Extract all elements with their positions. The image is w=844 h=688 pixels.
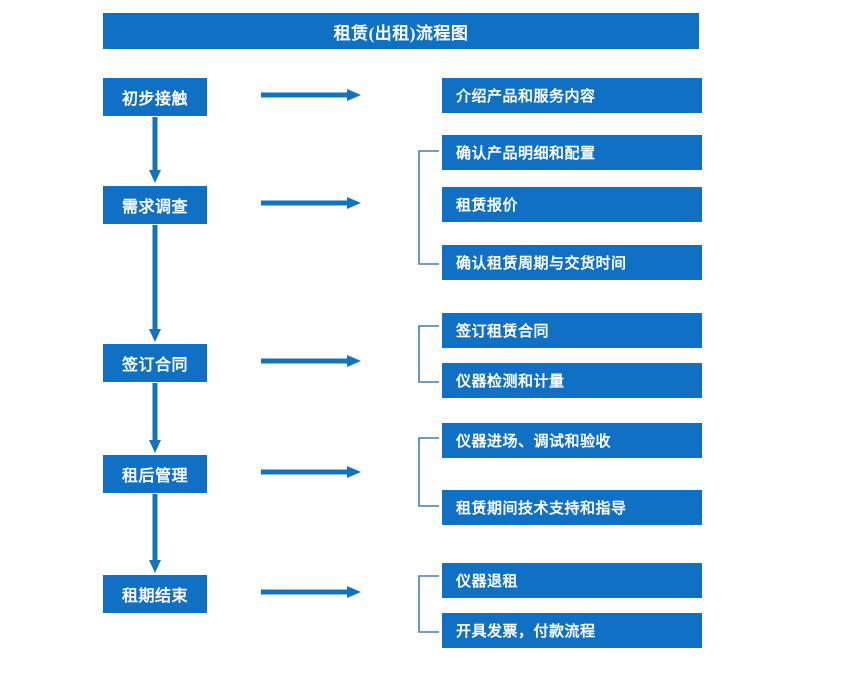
detail-box-5[interactable]: 签订租赁合同 <box>442 313 702 348</box>
stage-box-1[interactable]: 初步接触 <box>103 78 207 116</box>
stage-box-3[interactable]: 签订合同 <box>103 344 207 382</box>
detail-box-10[interactable]: 开具发票，付款流程 <box>442 613 702 648</box>
detail-label: 确认产品明细和配置 <box>456 146 596 162</box>
detail-label: 开具发票，付款流程 <box>456 624 596 640</box>
stage-label: 租后管理 <box>121 468 188 485</box>
detail-box-6[interactable]: 仪器检测和计量 <box>442 363 702 398</box>
stage-label: 需求调查 <box>121 199 188 216</box>
stage-box-4[interactable]: 租后管理 <box>103 455 207 493</box>
stage-label: 初步接触 <box>121 91 188 108</box>
horizontal-arrow-icon-3 <box>261 354 361 368</box>
horizontal-arrow-icon-2 <box>261 196 361 210</box>
vertical-arrow-icon-3 <box>148 383 162 453</box>
detail-box-1[interactable]: 介绍产品和服务内容 <box>442 78 702 113</box>
horizontal-arrow-icon-1 <box>261 88 361 102</box>
group-bracket-icon-4 <box>417 575 441 633</box>
detail-box-4[interactable]: 确认租赁周期与交货时间 <box>442 245 702 280</box>
vertical-arrow-icon-2 <box>148 225 162 342</box>
vertical-arrow-icon-4 <box>148 494 162 573</box>
detail-label: 介绍产品和服务内容 <box>456 89 596 105</box>
detail-label: 确认租赁周期与交货时间 <box>456 256 627 272</box>
detail-label: 租赁报价 <box>456 198 519 214</box>
horizontal-arrow-icon-4 <box>261 465 361 479</box>
group-bracket-icon-3 <box>417 437 441 507</box>
detail-box-3[interactable]: 租赁报价 <box>442 187 702 222</box>
group-bracket-icon-1 <box>417 150 441 265</box>
detail-box-2[interactable]: 确认产品明细和配置 <box>442 135 702 170</box>
detail-label: 仪器退租 <box>456 574 519 590</box>
detail-box-8[interactable]: 租赁期间技术支持和指导 <box>442 490 702 525</box>
detail-box-7[interactable]: 仪器进场、调试和验收 <box>442 423 702 458</box>
page-title: 租赁(出租)流程图 <box>103 13 699 49</box>
stage-box-2[interactable]: 需求调查 <box>103 186 207 224</box>
detail-box-9[interactable]: 仪器退租 <box>442 563 702 598</box>
detail-label: 租赁期间技术支持和指导 <box>456 501 627 517</box>
horizontal-arrow-icon-5 <box>261 585 361 599</box>
vertical-arrow-icon-1 <box>148 117 162 183</box>
group-bracket-icon-2 <box>417 325 441 383</box>
detail-label: 签订租赁合同 <box>456 324 550 340</box>
stage-label: 签订合同 <box>121 357 188 374</box>
stage-box-5[interactable]: 租期结束 <box>103 575 207 613</box>
detail-label: 仪器进场、调试和验收 <box>456 434 612 450</box>
stage-label: 租期结束 <box>121 588 188 605</box>
detail-label: 仪器检测和计量 <box>456 374 565 390</box>
